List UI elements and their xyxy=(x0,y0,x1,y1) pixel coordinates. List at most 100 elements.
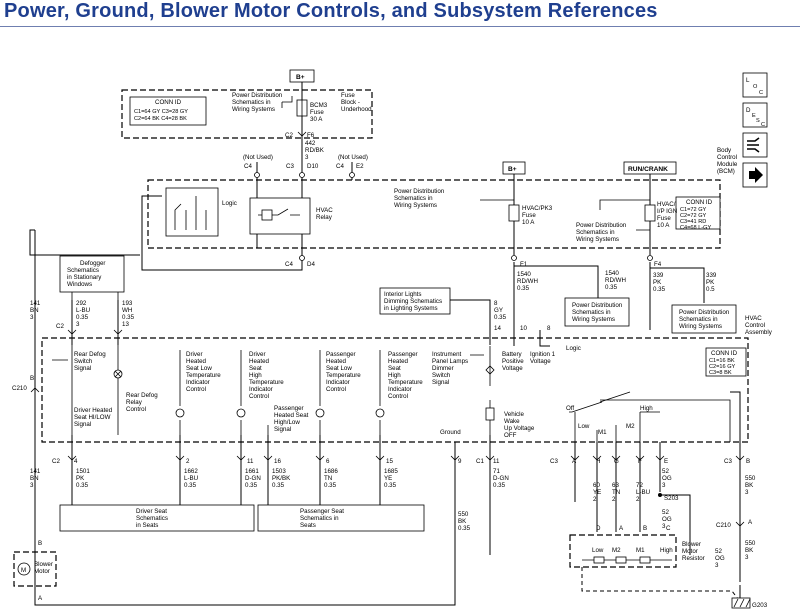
driver-seat-ref: Driver Seat Schematics in Seats xyxy=(59,504,255,532)
b550a_-line-2: 0.35 xyxy=(458,525,471,532)
dsr-line-1: Schematics xyxy=(136,515,168,522)
loc-line-1: O xyxy=(753,84,758,90)
b550a_-line-0: 550 xyxy=(458,511,469,518)
svg-text:F4: F4 xyxy=(654,261,662,268)
bcm-c4-d4: C4 D4 xyxy=(141,195,315,271)
b60_-line-2: 2 xyxy=(593,496,597,503)
dl-line-5: Control xyxy=(186,386,206,393)
m141_-line-1: BN xyxy=(30,307,39,314)
top-not-used-right: (Not Used) C4 E2 xyxy=(336,154,368,180)
svg-text:B: B xyxy=(38,540,42,547)
svg-text:D10: D10 xyxy=(307,163,319,170)
m292_-line-3: 3 xyxy=(76,321,80,328)
def-line-1: Schematics xyxy=(67,267,99,274)
bcm-run-crank: RUN/CRANK HVAC/ I/P IGN Fuse 10 A Power … xyxy=(576,161,677,255)
pl-line-2: Seat Low xyxy=(326,365,352,372)
pdboxb-line-2: Wiring Systems xyxy=(679,323,722,330)
bp-line-13: B xyxy=(746,458,750,465)
dsh-line-0: Driver Heated xyxy=(74,407,113,414)
wk-line-1: Wake xyxy=(504,418,520,425)
topfuse-line-2: 30 A xyxy=(310,116,323,123)
svg-text:B+: B+ xyxy=(508,166,517,173)
bcm-f1-f4: F1 F4 1540 RD/WH 0.35 1540 RD/WH 0.35 Po… xyxy=(511,255,737,334)
ph-line-3: Signal xyxy=(274,426,291,433)
svg-text:Logic: Logic xyxy=(222,200,237,207)
bcmconn-line-1: C2=72 GY xyxy=(680,213,707,219)
arrow-right-icon[interactable] xyxy=(742,162,768,188)
dl-line-1: Heated xyxy=(186,358,207,365)
desc-line-1: E xyxy=(752,113,756,119)
dh-line-6: Control xyxy=(249,393,269,400)
rdr-line-1: Relay xyxy=(126,399,143,406)
pdboxb-line-0: Power Distribution xyxy=(679,309,730,316)
dsh-line-1: Seat HI/LOW xyxy=(74,414,111,421)
pdboxb-line-1: Schematics in xyxy=(679,316,718,323)
dh-line-0: Driver xyxy=(249,351,266,358)
svg-text:A: A xyxy=(38,595,43,602)
w1540a-line-1: RD/WH xyxy=(517,278,538,285)
toppd-line-1: Schematics in xyxy=(232,99,271,106)
topw-line-2: 3 xyxy=(305,154,309,161)
b1686_-line-2: 0.35 xyxy=(324,482,337,489)
top-not-used-left: (Not Used) C4 xyxy=(243,154,273,180)
pdboxa-line-2: Wiring Systems xyxy=(572,316,615,323)
connector-icon[interactable] xyxy=(742,132,768,158)
ha-line-0: HVAC xyxy=(745,315,762,322)
bm-line-0: Blower xyxy=(34,561,53,568)
b63_-line-1: TN xyxy=(612,489,620,496)
dh-line-4: Temperature xyxy=(249,379,284,386)
pp-line-5: Indicator xyxy=(388,386,412,393)
m193_-line-0: 193 xyxy=(122,300,133,307)
svg-text:10: 10 xyxy=(520,325,527,332)
pp-line-3: High xyxy=(388,372,401,379)
bcm-label: Body Control Module (BCM) xyxy=(717,147,738,175)
toppd-line-2: Wiring Systems xyxy=(232,106,275,113)
b550b_-line-1: BK xyxy=(745,482,754,489)
loc-icon[interactable]: LOC xyxy=(742,72,768,98)
relay-line-0: HVAC xyxy=(316,207,333,214)
fuse-block-outline xyxy=(121,89,373,139)
dl-line-2: Seat Low xyxy=(186,365,212,372)
ground-g203: G203 xyxy=(731,585,768,609)
svg-text:OFF: OFF xyxy=(504,432,517,439)
b52_-line-0: 52 xyxy=(662,468,669,475)
w1540a-line-0: 1540 xyxy=(517,271,531,278)
svg-text:CONN ID: CONN ID xyxy=(711,350,738,357)
loc-line-2: C xyxy=(759,90,763,96)
pdb-line-2: Wiring Systems xyxy=(576,236,619,243)
topfb-line-0: Fuse xyxy=(341,92,355,99)
ign-line-0: HVAC/ xyxy=(657,201,676,208)
svg-text:(Not Used): (Not Used) xyxy=(338,154,368,161)
rdr-line-2: Control xyxy=(126,406,146,413)
m193_-line-2: 0.35 xyxy=(122,314,135,321)
bcmconn-line-0: C1=72 GY xyxy=(680,207,707,213)
ig-line-1: Voltage xyxy=(530,358,551,365)
m292_-line-0: 292 xyxy=(76,300,87,307)
pda-line-1: Schematics in xyxy=(394,195,433,202)
dh-line-2: Seat xyxy=(249,365,262,372)
topfuse-line-1: Fuse xyxy=(310,109,324,116)
pp-line-0: Passenger xyxy=(388,351,418,358)
int-line-0: Interior Lights xyxy=(384,291,422,298)
b1686_-line-1: TN xyxy=(324,475,332,482)
dsh-line-2: Signal xyxy=(74,421,91,428)
pp-line-2: Seat xyxy=(388,365,401,372)
svg-text:B: B xyxy=(30,375,34,382)
b1661_-line-0: 1661 xyxy=(245,468,259,475)
def-line-3: Windows xyxy=(67,281,92,288)
rl-line-2: M1 xyxy=(636,547,645,554)
psr-line-1: Schematics in xyxy=(300,515,339,522)
dim-line-3: Switch xyxy=(432,372,451,379)
bp-line-5: 15 xyxy=(386,458,393,465)
pda-line-2: Wiring Systems xyxy=(394,202,437,209)
svg-text:C2: C2 xyxy=(56,323,64,330)
pl-line-4: Indicator xyxy=(326,379,350,386)
b550a_-line-1: BK xyxy=(458,518,467,525)
w339b-line-2: 0.5 xyxy=(706,286,715,293)
w339a-line-0: 339 xyxy=(653,272,664,279)
b1503_-line-0: 1503 xyxy=(272,468,286,475)
b52c_-line-1: OG xyxy=(715,555,725,562)
top-bplus: B+ xyxy=(289,69,315,95)
b71_-line-1: D-GN xyxy=(493,475,509,482)
